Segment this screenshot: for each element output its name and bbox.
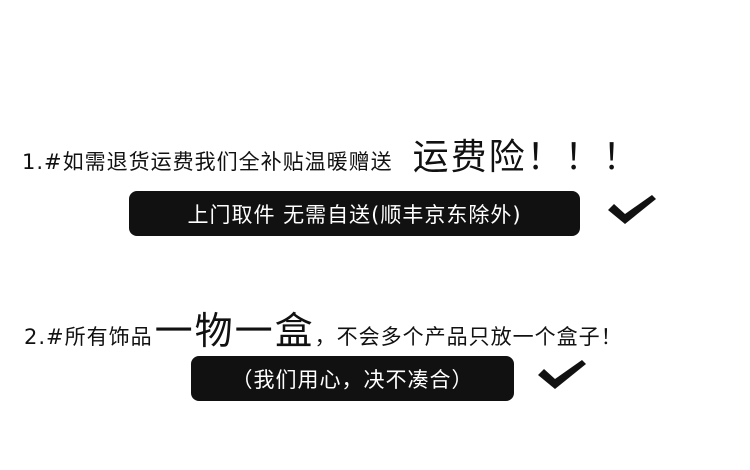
item1-pill: 上门取件 无需自送(顺丰京东除外): [129, 191, 580, 236]
item1-text: 1.#如需退货运费我们全补贴温暖赠送: [22, 150, 393, 174]
item1-line: 1.#如需退货运费我们全补贴温暖赠送 运费险！！！: [22, 128, 641, 180]
checkmark-icon: [608, 195, 656, 224]
item2-pill-text: （我们用心，决不凑合）: [231, 367, 474, 392]
item2-line: 2.#所有饰品 一物一盒 ，不会多个产品只放一个盒子！: [24, 300, 623, 355]
checkmark-icon: [538, 360, 586, 389]
item2-text-after: ，不会多个产品只放一个盒子！: [314, 325, 623, 349]
item1-pill-text: 上门取件 无需自送(顺丰京东除外): [187, 202, 522, 227]
item2-emphasis: 一物一盒: [154, 309, 315, 353]
item2-text-before: 2.#所有饰品: [24, 325, 153, 349]
item2-pill: （我们用心，决不凑合）: [191, 356, 514, 401]
item1-emphasis: 运费险！！！: [412, 137, 641, 178]
